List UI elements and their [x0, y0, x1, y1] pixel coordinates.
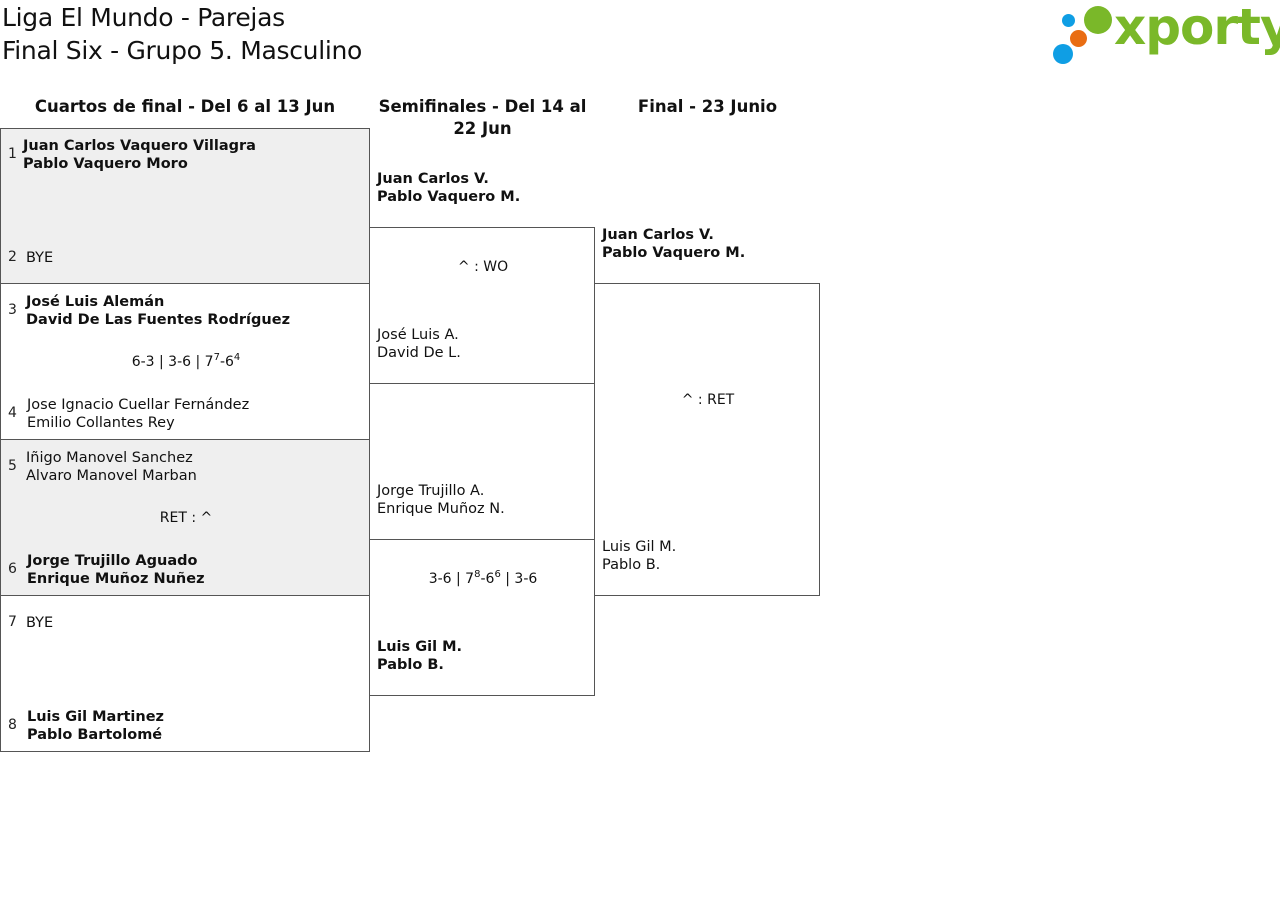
final-team-a: Juan Carlos V. Pablo Vaquero M. — [602, 226, 745, 262]
match-score: RET : ^ — [159, 510, 213, 526]
player-name: Pablo Vaquero M. — [377, 189, 521, 205]
quarterfinal-match-3: 5 Iñigo Manovel Sanchez Alvaro Manovel M… — [0, 439, 370, 596]
player-name: Pablo B. — [602, 557, 661, 573]
seed-number: 6 — [8, 561, 17, 577]
team-7: BYE — [26, 614, 53, 632]
seed-number: 4 — [8, 405, 17, 421]
page-title: Liga El Mundo - Parejas — [2, 3, 285, 32]
player-name: BYE — [26, 250, 54, 266]
final-header: Final - 23 Junio — [637, 97, 778, 116]
quarterfinal-match-2: 3 José Luis Alemán David De Las Fuentes … — [0, 283, 370, 440]
seed-number: 8 — [8, 717, 17, 733]
player-name: Pablo Vaquero M. — [602, 245, 746, 261]
semifinal-1-team-b: José Luis A. David De L. — [377, 326, 461, 362]
semifinal-2-team-a: Jorge Trujillo A. Enrique Muñoz N. — [377, 482, 505, 518]
quarterfinal-match-1: 1 Juan Carlos Vaquero Villagra Pablo Vaq… — [0, 128, 370, 284]
semifinal-match-1: ^ : WO José Luis A. David De L. — [369, 227, 595, 384]
logo-dot-blue-bottom — [1053, 44, 1073, 64]
player-name: Enrique Muñoz N. — [377, 501, 505, 517]
team-8: Luis Gil Martinez Pablo Bartolomé — [27, 708, 164, 744]
final-team-b: Luis Gil M. Pablo B. — [602, 538, 676, 574]
player-name: Luis Gil Martinez — [27, 709, 164, 725]
player-name: José Luis A. — [377, 327, 459, 343]
player-name: Juan Carlos V. — [377, 171, 489, 187]
player-name: Pablo Bartolomé — [27, 727, 163, 743]
quarterfinals-header: Cuartos de final - Del 6 al 13 Jun — [34, 97, 336, 116]
player-name: Enrique Muñoz Nuñez — [27, 571, 205, 587]
player-name: Jorge Trujillo Aguado — [27, 553, 198, 569]
player-name: David De L. — [377, 345, 461, 361]
team-6: Jorge Trujillo Aguado Enrique Muñoz Nuñe… — [27, 552, 205, 588]
team-4: Jose Ignacio Cuellar Fernández Emilio Co… — [27, 396, 249, 432]
player-name: Juan Carlos V. — [602, 227, 714, 243]
semifinal-match-2: 3-6 | 78-66 | 3-6 Luis Gil M. Pablo B. — [369, 539, 595, 696]
logo-text: xporty — [1114, 0, 1280, 56]
player-name: Iñigo Manovel Sanchez — [26, 450, 193, 466]
match-score: 6-3 | 3-6 | 77-64 — [131, 352, 241, 371]
logo-dot-blue-top — [1062, 14, 1075, 27]
team-2: BYE — [26, 249, 53, 267]
logo-dot-orange — [1070, 30, 1087, 47]
logo-dot-green — [1084, 6, 1112, 34]
final-match: ^ : RET Luis Gil M. Pablo B. — [594, 283, 820, 596]
xporty-logo[interactable]: xporty — [1050, 0, 1280, 68]
player-name: José Luis Alemán — [26, 294, 165, 310]
player-name: Luis Gil M. — [602, 539, 677, 555]
player-name: Alvaro Manovel Marban — [26, 468, 197, 484]
seed-number: 2 — [8, 249, 17, 265]
player-name: Jorge Trujillo A. — [377, 483, 485, 499]
player-name: Jose Ignacio Cuellar Fernández — [27, 397, 250, 413]
player-name: Pablo B. — [377, 657, 444, 673]
semifinals-header: Semifinales - Del 14 al 22 Jun — [378, 97, 587, 138]
player-name: BYE — [26, 615, 54, 631]
seed-number: 5 — [8, 458, 17, 474]
player-name: Pablo Vaquero Moro — [23, 156, 188, 172]
match-score: ^ : WO — [457, 259, 509, 275]
semifinal-2-team-b: Luis Gil M. Pablo B. — [377, 638, 462, 674]
player-name: Luis Gil M. — [377, 639, 463, 655]
player-name: Juan Carlos Vaquero Villagra — [23, 138, 256, 154]
match-score: ^ : RET — [681, 392, 735, 408]
player-name: Emilio Collantes Rey — [27, 415, 175, 431]
player-name: David De Las Fuentes Rodríguez — [26, 312, 291, 328]
match-score: 3-6 | 78-66 | 3-6 — [428, 569, 538, 588]
team-3: José Luis Alemán David De Las Fuentes Ro… — [26, 293, 290, 329]
team-1: Juan Carlos Vaquero Villagra Pablo Vaque… — [23, 137, 256, 173]
semifinal-1-team-a: Juan Carlos V. Pablo Vaquero M. — [377, 170, 520, 206]
team-5: Iñigo Manovel Sanchez Alvaro Manovel Mar… — [26, 449, 197, 485]
seed-number: 1 — [8, 146, 17, 162]
quarterfinal-match-4: 7 BYE 8 Luis Gil Martinez Pablo Bartolom… — [0, 595, 370, 752]
seed-number: 7 — [8, 614, 17, 630]
page-subtitle: Final Six - Grupo 5. Masculino — [2, 36, 363, 65]
seed-number: 3 — [8, 302, 17, 318]
